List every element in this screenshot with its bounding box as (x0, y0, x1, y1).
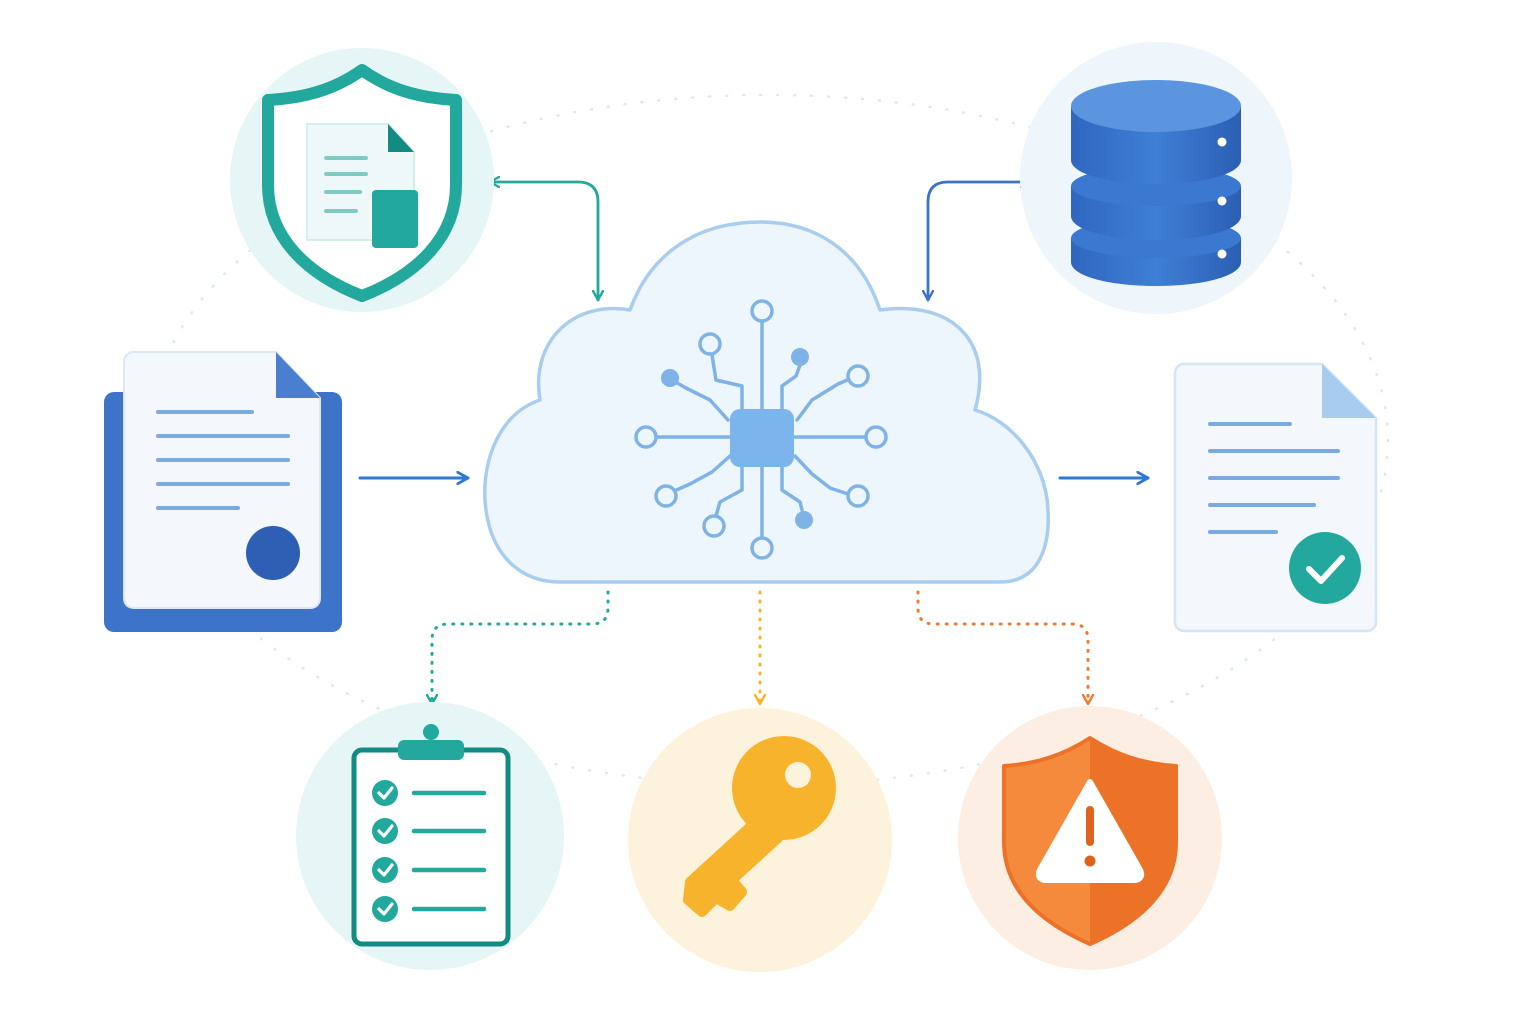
cloud-node (483, 220, 1050, 584)
connector-database-cloud (928, 182, 1032, 302)
checklist-node (296, 702, 564, 970)
ai-circuit-icon (634, 299, 888, 560)
connectors (358, 182, 1150, 706)
warning-shield-node (958, 706, 1222, 970)
input-document-node (104, 351, 342, 632)
shield-document-node (230, 48, 494, 312)
connector-shield-cloud (488, 182, 598, 302)
database-node (1020, 42, 1292, 314)
seal-icon (246, 526, 300, 580)
key-node (628, 708, 892, 972)
connector-cloud-checklist (432, 590, 610, 706)
check-badge-icon (1289, 532, 1361, 604)
cloud-shape (483, 220, 1050, 584)
database-icon (1071, 80, 1241, 286)
connector-cloud-warning-shield (916, 590, 1088, 706)
processor-chip-icon (730, 409, 794, 467)
circuit-filled-nodes (661, 348, 813, 529)
key-icon (683, 736, 836, 917)
verified-document-node (1173, 362, 1378, 633)
checklist-clipboard-icon (351, 724, 511, 947)
